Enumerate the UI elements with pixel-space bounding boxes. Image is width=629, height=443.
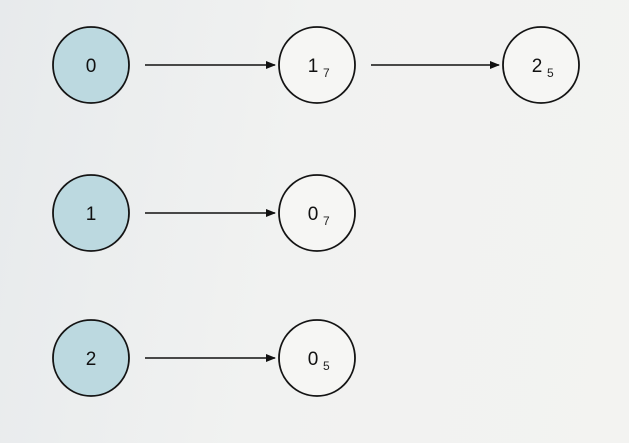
head-node-2: 2 — [52, 319, 130, 397]
neighbor-vertex-label: 0 — [308, 349, 319, 370]
edge-weight-label: 5 — [323, 359, 330, 373]
neighbor-node-circle — [502, 26, 580, 104]
head-node-circle — [52, 174, 130, 252]
neighbor-vertex-label: 2 — [532, 56, 543, 77]
head-node-label: 1 — [86, 204, 97, 225]
neighbor-vertex-label: 1 — [308, 56, 319, 77]
head-node-circle — [52, 26, 130, 104]
edge-weight-label: 7 — [323, 66, 330, 80]
neighbor-node-circle — [278, 26, 356, 104]
edge-weight-label: 5 — [547, 66, 554, 80]
neighbor-node-circle — [278, 174, 356, 252]
head-node-circle — [52, 319, 130, 397]
head-node-1: 1 — [52, 174, 130, 252]
head-node-label: 2 — [86, 349, 97, 370]
edge-weight-label: 7 — [323, 214, 330, 228]
head-node-label: 0 — [86, 56, 97, 77]
neighbor-node-circle — [278, 319, 356, 397]
neighbor-vertex-label: 0 — [308, 204, 319, 225]
head-node-0: 0 — [52, 26, 130, 104]
